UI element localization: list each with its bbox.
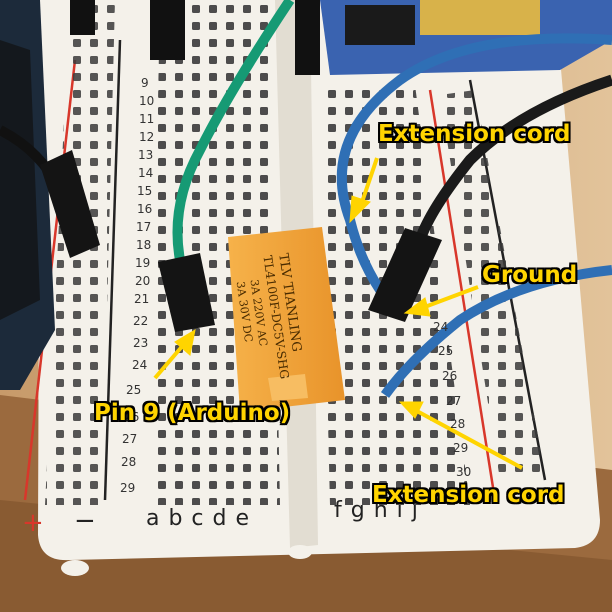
- left-jumper-connector: [40, 150, 100, 258]
- blue-wire-top: [336, 33, 612, 293]
- row-number: 12: [139, 130, 155, 144]
- row-number: 11: [139, 112, 155, 126]
- row-number: 20: [135, 274, 151, 288]
- row-number: 13: [138, 148, 154, 162]
- row-number: 14: [138, 166, 154, 180]
- relay: TLV TIANLING TL4100F-DC5V-SHG 3A 220V AC…: [228, 227, 345, 412]
- arrow-ground: [421, 285, 479, 310]
- label-extension-cord-top: Extension cord: [378, 121, 571, 147]
- row-number: 10: [139, 94, 155, 108]
- top-header-2: [150, 0, 185, 60]
- row-number: 25: [438, 344, 454, 358]
- green-wire-connector: [158, 253, 215, 332]
- right-plus-rail-line: [428, 89, 497, 501]
- left-minus-rail-line: [103, 39, 122, 501]
- row-number: 25: [126, 383, 142, 397]
- row-number: 30: [456, 465, 472, 479]
- row-number: 26: [442, 369, 458, 383]
- top-header-1: [70, 0, 95, 35]
- row-number: 28: [121, 455, 137, 469]
- row-number: 17: [136, 220, 152, 234]
- green-wire: [172, 0, 295, 261]
- row-number: 22: [133, 314, 149, 328]
- row-number: 27: [446, 394, 462, 408]
- row-number: 9: [141, 76, 149, 90]
- label-ground: Ground: [482, 262, 578, 288]
- column-letters-right: f g h i j: [334, 498, 418, 523]
- column-letters-left: a b c d e: [146, 506, 250, 531]
- row-number: 29: [120, 481, 136, 495]
- blue-wire-bottom: [380, 265, 612, 398]
- right-rail-holes: [440, 90, 545, 480]
- top-header-3: [295, 0, 320, 75]
- ground-wire: [414, 74, 612, 242]
- row-number: 28: [450, 417, 466, 431]
- row-number: 27: [122, 432, 138, 446]
- label-extension-cord-bottom: Extension cord: [372, 482, 565, 508]
- row-number: 19: [135, 256, 151, 270]
- module-chip: [345, 5, 415, 45]
- row-number: 26: [124, 410, 140, 424]
- row-number: 24: [433, 320, 449, 334]
- arrow-pin9: [153, 341, 187, 380]
- row-number: 23: [133, 336, 149, 350]
- arrow-extension-cord-bottom: [414, 408, 523, 470]
- label-pin9: Pin 9 (Arduino): [94, 400, 291, 426]
- rail-minus-sign: −: [74, 506, 96, 536]
- row-number: 24: [132, 358, 148, 372]
- row-number: 29: [453, 441, 469, 455]
- row-number: 16: [137, 202, 153, 216]
- row-number: 15: [137, 184, 153, 198]
- row-number: 18: [136, 238, 152, 252]
- module-component: [420, 0, 540, 35]
- annotation-arrows: [153, 157, 523, 470]
- row-number: 21: [134, 292, 150, 306]
- rail-plus-sign: +: [22, 508, 44, 538]
- ground-wire-connector: [368, 228, 442, 322]
